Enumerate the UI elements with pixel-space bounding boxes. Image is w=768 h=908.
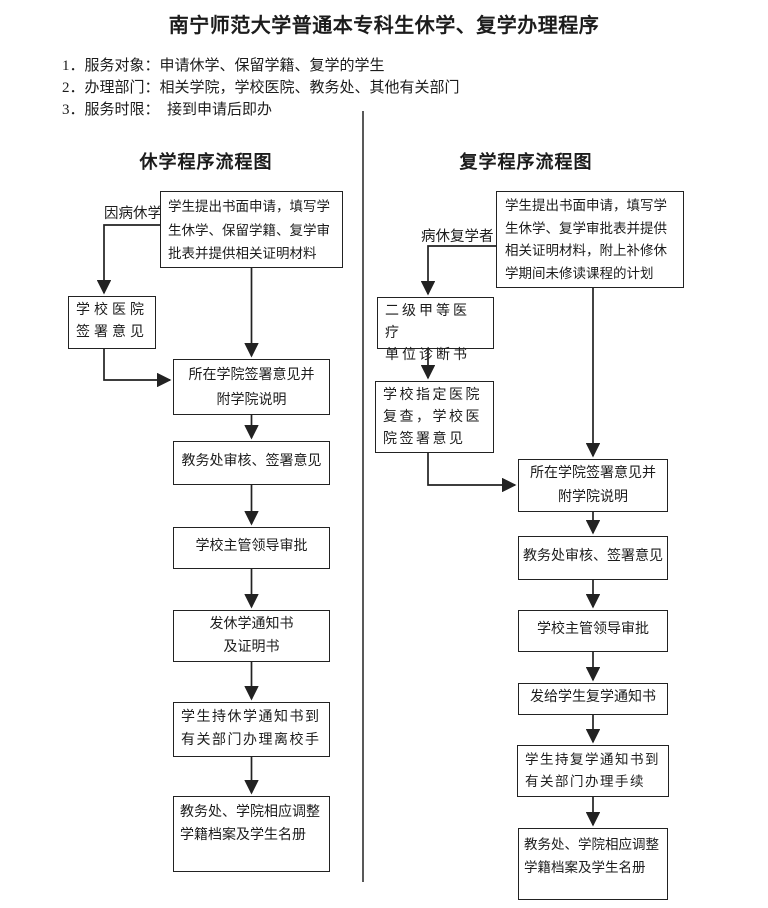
- suspend-notice-box: 发休学通知书 及证明书: [173, 610, 330, 662]
- resume-notice-box: 发给学生复学通知书: [518, 683, 668, 715]
- resume-apply-box: 学生提出书面申请，填写学 生休学、复学审批表并提供 相关证明材料，附上补修休 学…: [496, 191, 684, 288]
- resume-flow-heading: 复学程序流程图: [459, 152, 593, 172]
- info-item-time-limit: 3．服务时限： 接到申请后即办: [62, 102, 273, 118]
- info-item-departments: 2．办理部门：相关学院，学校医院、教务处、其他有关部门: [62, 80, 460, 96]
- suspend-archive-box: 教务处、学院相应调整 学籍档案及学生名册: [173, 796, 330, 872]
- resume-archive-box: 教务处、学院相应调整 学籍档案及学生名册: [518, 828, 668, 900]
- suspend-review-box: 教务处审核、签署意见: [173, 441, 330, 485]
- resume-handle-box: 学生持复学通知书到 有关部门办理手续: [517, 745, 669, 797]
- resume-recheck-box: 学校指定医院 复查，学校医 院签署意见: [375, 381, 494, 453]
- resume-flow-arrows: [420, 245, 601, 827]
- resume-diagnosis-box: 二级甲等医疗 单位诊断书: [377, 297, 494, 363]
- suspend-hospital-box: 学校医院 签署意见: [68, 296, 156, 349]
- suspend-handle-box: 学生持休学通知书到 有关部门办理离校手: [173, 702, 330, 757]
- resume-review-box: 教务处审核、签署意见: [518, 536, 668, 580]
- suspend-flow-heading: 休学程序流程图: [139, 152, 273, 172]
- suspend-leader-box: 学校主管领导审批: [173, 527, 330, 569]
- page-title: 南宁师范大学普通本专科生休学、复学办理程序: [168, 15, 600, 37]
- suspend-branch-label: 因病休学: [103, 202, 163, 223]
- resume-branch-label: 病休复学者: [420, 225, 495, 246]
- resume-college-box: 所在学院签署意见并 附学院说明: [518, 459, 668, 512]
- suspend-flow-arrows: [96, 224, 259, 795]
- suspend-apply-box: 学生提出书面申请，填写学 生休学、保留学籍、复学审 批表并提供相关证明材料: [160, 191, 343, 268]
- suspend-college-box: 所在学院签署意见并 附学院说明: [173, 359, 330, 415]
- info-list: 1．服务对象：申请休学、保留学籍、复学的学生 2．办理部门：相关学院，学校医院、…: [62, 55, 460, 121]
- info-item-service-target: 1．服务对象：申请休学、保留学籍、复学的学生: [62, 58, 385, 74]
- resume-leader-box: 学校主管领导审批: [518, 610, 668, 652]
